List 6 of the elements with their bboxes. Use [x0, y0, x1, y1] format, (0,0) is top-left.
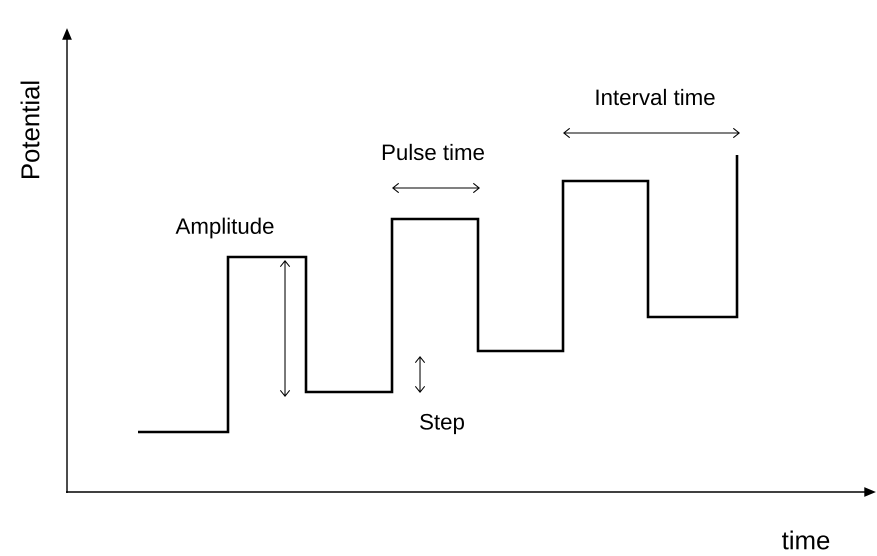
dimension-label: Amplitude — [176, 218, 274, 238]
axis-label: Potential — [20, 82, 40, 178]
dimension-label: Step — [420, 414, 464, 434]
axis-label: time — [782, 530, 830, 550]
dimension-label: Pulse time — [382, 144, 484, 160]
dimension-label: Interval time — [596, 88, 715, 106]
